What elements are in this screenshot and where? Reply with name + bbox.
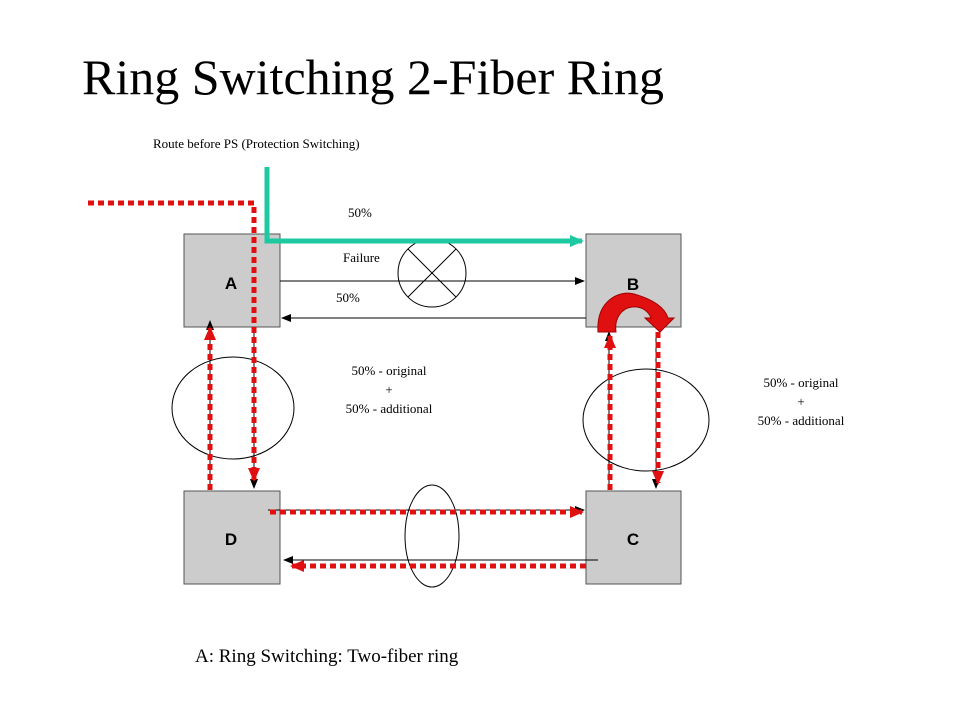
label-bottom-percent: 50% xyxy=(336,290,360,305)
node-c-label: C xyxy=(627,530,639,549)
label-top-percent: 50% xyxy=(348,205,372,220)
node-a: A xyxy=(183,233,281,328)
node-d-label: D xyxy=(225,530,237,549)
protection-entry-to-d xyxy=(88,200,260,482)
diagram-caption: A: Ring Switching: Two-fiber ring xyxy=(195,646,459,667)
loopback-arrow xyxy=(597,292,676,333)
node-b-label: B xyxy=(627,275,639,294)
label-left-original: 50% - original xyxy=(351,363,426,378)
node-a-label: A xyxy=(225,274,237,293)
ellipse-right xyxy=(582,368,710,472)
green-route xyxy=(264,167,584,247)
label-right-plus: + xyxy=(797,394,804,409)
label-left-plus: + xyxy=(385,382,392,397)
ellipse-bottom xyxy=(404,484,460,588)
slide-title: Ring Switching 2-Fiber Ring xyxy=(82,49,664,105)
label-right-original: 50% - original xyxy=(763,375,838,390)
node-d: D xyxy=(183,490,281,585)
label-failure: Failure xyxy=(343,250,380,265)
label-left-additional: 50% - additional xyxy=(346,401,433,416)
route-label: Route before PS (Protection Switching) xyxy=(153,136,360,151)
ellipse-left xyxy=(171,356,295,460)
label-right-additional: 50% - additional xyxy=(758,413,845,428)
failure-symbol xyxy=(397,238,467,308)
protection-route xyxy=(88,200,664,572)
node-c: C xyxy=(585,490,682,585)
